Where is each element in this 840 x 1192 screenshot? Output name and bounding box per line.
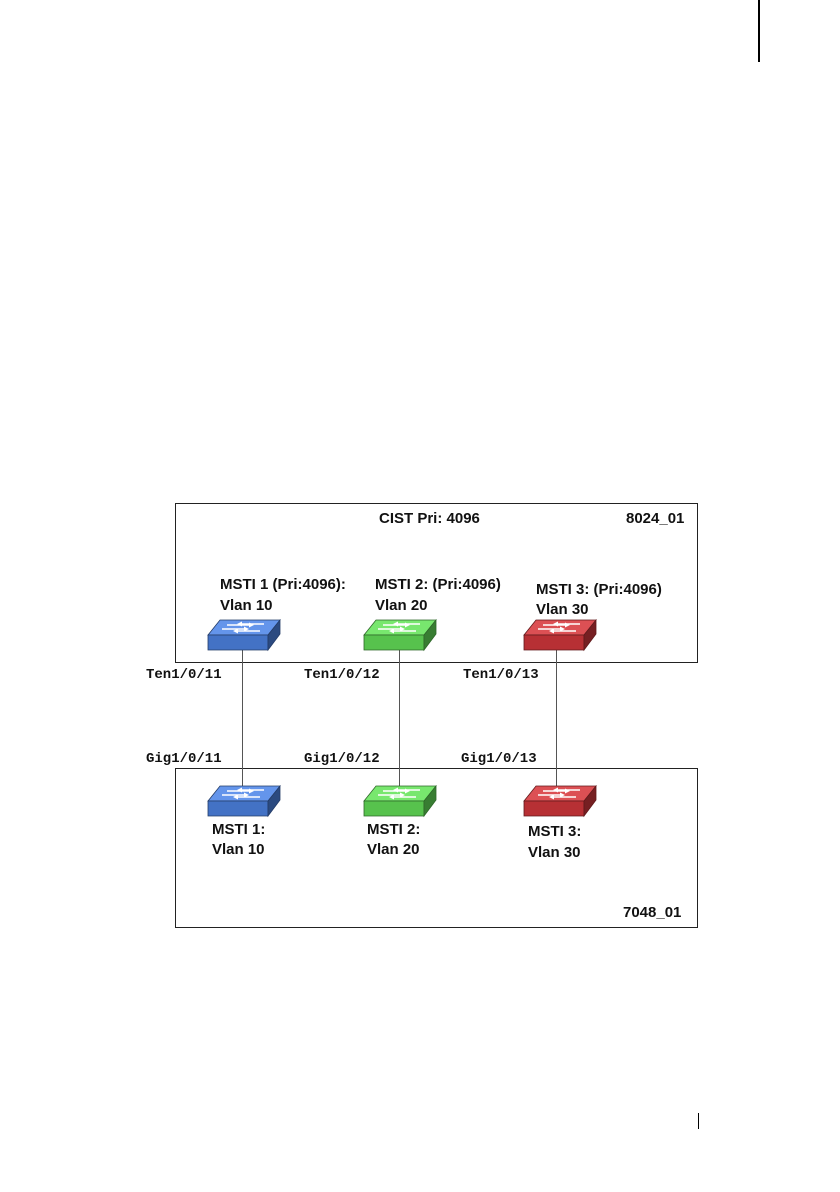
top-switch-name: 8024_01 [626,510,684,528]
footer-rule [698,1113,699,1129]
top-msti-1-title: MSTI 1 (Pri:4096): [220,576,346,594]
top-msti-2-vlan: Vlan 20 [375,597,428,615]
port-label-gig-12: Gig1/0/12 [304,751,380,767]
port-label-gig-11: Gig1/0/11 [146,751,222,767]
network-switch-icon [521,782,597,818]
bottom-msti-2-title: MSTI 2: [367,821,420,839]
cist-priority-label: CIST Pri: 4096 [379,510,480,528]
bottom-msti-1-title: MSTI 1: [212,821,265,839]
link-msti-3 [556,648,557,788]
top-msti-2-title: MSTI 2: (Pri:4096) [375,576,501,594]
link-msti-1 [242,648,243,788]
network-switch-icon [521,616,597,652]
header-rule [758,0,760,62]
network-switch-icon [361,782,437,818]
top-msti-1-vlan: Vlan 10 [220,597,273,615]
bottom-msti-1-vlan: Vlan 10 [212,841,265,859]
bottom-msti-2-vlan: Vlan 20 [367,841,420,859]
port-label-ten-13: Ten1/0/13 [463,667,539,683]
bottom-switch-name: 7048_01 [623,904,681,922]
bottom-msti-3-title: MSTI 3: [528,823,581,841]
network-switch-icon [205,782,281,818]
bottom-msti-3-vlan: Vlan 30 [528,844,581,862]
top-msti-3-title: MSTI 3: (Pri:4096) [536,581,662,599]
port-label-ten-12: Ten1/0/12 [304,667,380,683]
link-msti-2 [399,648,400,788]
network-switch-icon [205,616,281,652]
port-label-ten-11: Ten1/0/11 [146,667,222,683]
port-label-gig-13: Gig1/0/13 [461,751,537,767]
network-switch-icon [361,616,437,652]
